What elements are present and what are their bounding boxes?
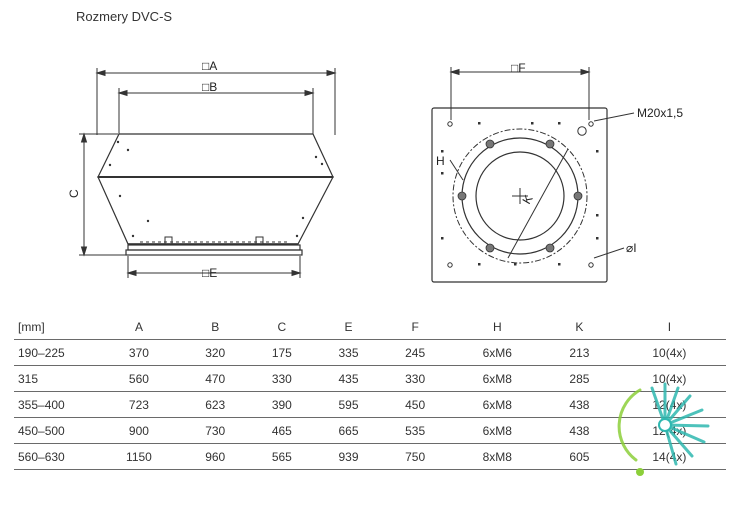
table-header-row: [mm] A B C E F H K I bbox=[14, 314, 726, 340]
dim-line-k bbox=[507, 148, 569, 259]
table-cell: 665 bbox=[315, 417, 382, 444]
table-cell: 435 bbox=[315, 365, 382, 392]
label-thread: M20x1,5 bbox=[637, 106, 683, 120]
inner-ring bbox=[475, 151, 565, 241]
table-cell: 939 bbox=[315, 443, 382, 470]
table-cell: 285 bbox=[546, 365, 613, 392]
table-header: E bbox=[315, 314, 382, 340]
table-cell: 390 bbox=[248, 391, 316, 418]
table-header: I bbox=[612, 314, 726, 340]
table-cell: 355–400 bbox=[14, 391, 96, 418]
table-cell: 723 bbox=[96, 391, 182, 418]
table-cell: 14(4x) bbox=[612, 443, 726, 470]
label-hole: ⌀I bbox=[626, 241, 637, 255]
table-cell: 438 bbox=[546, 417, 613, 444]
table-cell: 623 bbox=[181, 391, 249, 418]
table-cell: 6xM8 bbox=[448, 365, 547, 392]
bolt-holes bbox=[457, 139, 583, 253]
dimension-drawing: □A □B C □E □F H K M20x1,5 ⌀I bbox=[67, 59, 683, 283]
bolt-circle bbox=[452, 128, 588, 264]
label-b: □B bbox=[202, 80, 217, 94]
table-cell: 470 bbox=[181, 365, 249, 392]
top-view-dots bbox=[441, 122, 599, 266]
label-a: □A bbox=[202, 59, 217, 73]
table-cell: 730 bbox=[181, 417, 249, 444]
dimension-table: [mm] A B C E F H K I 190–225 370 320 175… bbox=[14, 314, 726, 470]
table-cell: 8xM8 bbox=[448, 443, 547, 470]
table-cell: 1150 bbox=[96, 443, 182, 470]
table-header: C bbox=[248, 314, 316, 340]
base-plate-top bbox=[431, 107, 608, 283]
table-cell: 450–500 bbox=[14, 417, 96, 444]
page-title: Rozmery DVC-S bbox=[76, 9, 173, 24]
table-header: H bbox=[448, 314, 547, 340]
table-header: B bbox=[181, 314, 249, 340]
table-cell: 335 bbox=[315, 339, 382, 366]
label-e: □E bbox=[202, 266, 217, 280]
table-cell: 6xM6 bbox=[448, 339, 547, 366]
table-cell: 900 bbox=[96, 417, 182, 444]
label-k: K bbox=[519, 193, 535, 207]
table-cell: 330 bbox=[381, 365, 449, 392]
side-view-dots bbox=[108, 140, 324, 238]
table-cell: 315 bbox=[14, 365, 96, 392]
table-header: K bbox=[546, 314, 613, 340]
table-cell: 750 bbox=[381, 443, 449, 470]
table-cell: 6xM8 bbox=[448, 417, 547, 444]
table-cell: 450 bbox=[381, 391, 449, 418]
label-f: □F bbox=[511, 61, 526, 75]
table-cell: 6xM8 bbox=[448, 391, 547, 418]
table-cell: 190–225 bbox=[14, 339, 96, 366]
side-view bbox=[79, 68, 337, 278]
table-cell: 213 bbox=[546, 339, 613, 366]
table-cell: 175 bbox=[248, 339, 316, 366]
table-cell: 605 bbox=[546, 443, 613, 470]
table-cell: 245 bbox=[381, 339, 449, 366]
table-cell: 10(4x) bbox=[612, 339, 726, 366]
table-cell: 370 bbox=[96, 339, 182, 366]
table-cell: 330 bbox=[248, 365, 316, 392]
fan-logo-icon bbox=[617, 382, 710, 476]
base-plate bbox=[127, 244, 301, 251]
table-row: 315 560 470 330 435 330 6xM8 285 10(4x) bbox=[14, 365, 726, 392]
table-cell: 565 bbox=[248, 443, 316, 470]
table-cell: 438 bbox=[546, 391, 613, 418]
table-cell: 560 bbox=[96, 365, 182, 392]
table-cell: 560–630 bbox=[14, 443, 96, 470]
table-header: A bbox=[96, 314, 182, 340]
top-view bbox=[431, 67, 635, 283]
table-cell: 10(4x) bbox=[612, 365, 726, 392]
hood-top bbox=[97, 133, 334, 178]
table-cell: 595 bbox=[315, 391, 382, 418]
table-cell: 465 bbox=[248, 417, 316, 444]
label-h: H bbox=[436, 154, 445, 168]
table-cell: 535 bbox=[381, 417, 449, 444]
table-header: F bbox=[381, 314, 449, 340]
table-row: 190–225 370 320 175 335 245 6xM6 213 10(… bbox=[14, 339, 726, 366]
label-c: C bbox=[67, 189, 81, 198]
table-cell: 960 bbox=[181, 443, 249, 470]
table-header: [mm] bbox=[14, 314, 96, 340]
hood-bottom bbox=[97, 176, 334, 245]
table-row: 560–630 1150 960 565 939 750 8xM8 605 14… bbox=[14, 443, 726, 470]
table-cell: 320 bbox=[181, 339, 249, 366]
